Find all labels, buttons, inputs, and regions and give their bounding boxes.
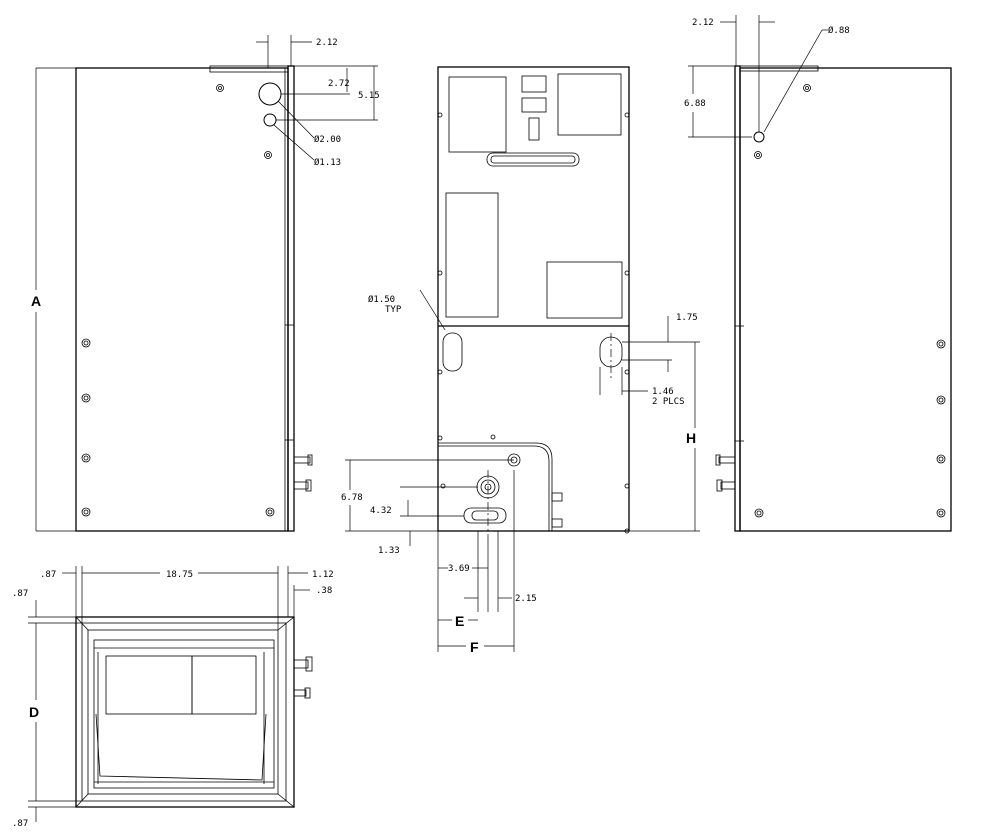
dim-plan-bottom-margin: .87 — [12, 819, 28, 829]
dim-front-drain-offset2: 2.15 — [515, 594, 537, 604]
right-side-view: 2.12 Ø.88 6.88 — [684, 15, 952, 532]
dim-left-top-offset: 2.12 — [316, 38, 338, 48]
dim-front-bottom-offset: 1.33 — [378, 546, 400, 556]
dim-right-port-dia: Ø.88 — [828, 25, 850, 36]
dim-plan-right-flange: .38 — [316, 586, 332, 596]
dim-front-slot-low-height: 4.32 — [370, 506, 392, 516]
left-side-view: A 2.12 2.72 5.15 Ø2.00 Ø1.13 — [31, 35, 380, 532]
dim-right-top-offset: 2.12 — [692, 18, 714, 28]
dim-front-slot-note: 2 PLCS — [652, 397, 685, 407]
dim-plan-width: 18.75 — [166, 570, 193, 580]
dim-left-port-center: 2.72 — [328, 79, 350, 89]
dimension-label-F: F — [470, 639, 479, 655]
dimension-label-H: H — [686, 430, 696, 446]
dimension-label-A: A — [31, 293, 41, 309]
dim-front-drain-height: 6.78 — [341, 493, 363, 503]
dimension-label-E: E — [455, 613, 464, 629]
dim-front-slot-height: 1.46 — [652, 387, 674, 397]
dim-plan-left-margin: .87 — [40, 570, 56, 580]
front-view: Ø1.50 TYP 1.75 1.46 2 PLCS H 6.78 4.32 1… — [341, 66, 700, 655]
dim-left-small-dia: Ø1.13 — [314, 157, 341, 168]
dim-front-knockout-dia: Ø1.50 — [368, 294, 395, 305]
dim-left-port-height: 5.15 — [358, 91, 380, 101]
dim-front-drain-offset: 3.69 — [448, 564, 470, 574]
dim-front-knockout-note: TYP — [385, 305, 402, 315]
dim-left-large-dia: Ø2.00 — [314, 134, 341, 145]
dim-plan-top-margin: .87 — [12, 589, 28, 599]
dim-front-slot-width: 1.75 — [676, 313, 698, 323]
dim-plan-right-margin: 1.12 — [312, 570, 334, 580]
dim-right-port-height: 6.88 — [684, 99, 706, 109]
dimension-label-D: D — [29, 704, 39, 720]
plan-view: .87 18.75 1.12 .38 .87 D .87 — [12, 566, 334, 829]
